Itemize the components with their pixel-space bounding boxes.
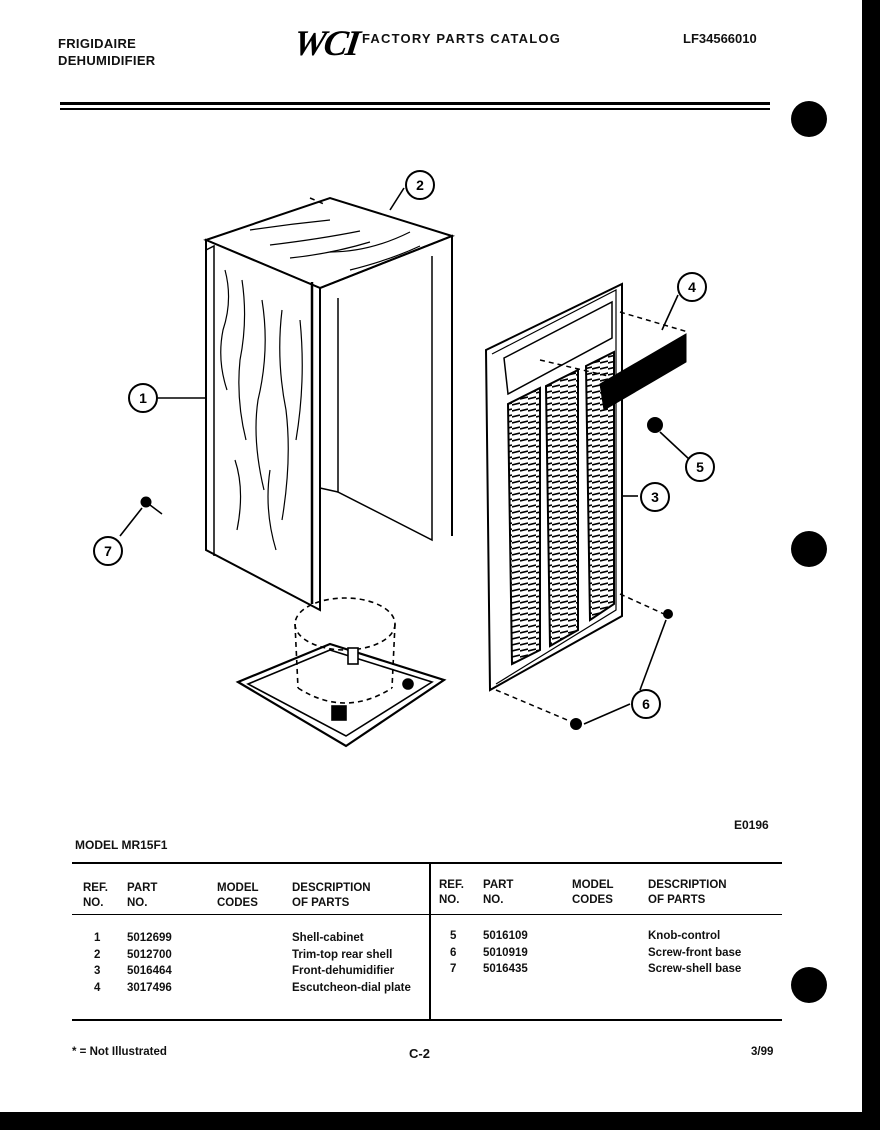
table-row: 2 5012700 Trim-top rear shell (94, 948, 393, 961)
compressor-base (235, 597, 447, 748)
callout-1-label: 1 (139, 390, 147, 406)
figure-id: E0196 (734, 818, 769, 832)
binder-hole-middle (791, 531, 827, 567)
table-row: 5 5016109 Knob-control (450, 930, 721, 942)
header-rule-thin (60, 108, 770, 110)
callout-5 (685, 452, 715, 482)
callout-7 (93, 536, 123, 566)
table-row: 1 5012699 Shell-cabinet (94, 932, 364, 944)
binder-hole-bottom (791, 967, 827, 1003)
table-header-rule (72, 914, 782, 915)
callout-markers (93, 170, 715, 719)
left-rows: 1 5012699 Shell-cabinet 2 5012700 Trim-t… (72, 930, 429, 996)
table-row: 6 5010919 Screw-front base (450, 946, 742, 959)
shell-cabinet (203, 196, 456, 612)
callout-2 (405, 170, 435, 200)
table-row: 7 5016435 Screw-shell base (450, 963, 742, 975)
callout-3 (640, 482, 670, 512)
callout-4 (677, 272, 707, 302)
callout-6-label: 6 (642, 696, 650, 712)
screw-shell-base (140, 496, 163, 515)
callout-6 (631, 689, 661, 719)
catalog-page: FRIGIDAIRE DEHUMIDIFIER WCI FACTORY PART… (0, 0, 862, 1112)
table-bottom-rule (72, 1019, 782, 1021)
callout-4-label: 4 (688, 279, 696, 295)
callout-leaders (119, 187, 691, 725)
revision-date: 3/99 (751, 1046, 774, 1058)
table-divider (429, 862, 431, 1020)
right-rows: 5 5016109 Knob-control 6 5010919 Screw-f… (72, 928, 782, 978)
product-name: DEHUMIDIFIER (58, 53, 156, 68)
col-ref-no-right: REF.NO. (439, 879, 464, 906)
callout-3-label: 3 (651, 489, 659, 505)
model-line: MODEL MR15F1 (75, 838, 168, 852)
callout-7-label: 7 (104, 543, 112, 559)
callout-1 (128, 383, 158, 413)
catalog-title: FACTORY PARTS CATALOG (362, 31, 562, 46)
col-ref-no: REF.NO. (83, 882, 108, 909)
table-row: 4 3017496 Escutcheon-dial plate (94, 981, 411, 994)
not-illustrated-note: * = Not Illustrated (72, 1046, 167, 1058)
header-left: FRIGIDAIRE DEHUMIDIFIER (58, 35, 156, 69)
table-top-rule (72, 862, 782, 864)
table-row: 3 5016464 Front-dehumidifier (94, 965, 395, 977)
binder-hole-top (791, 101, 827, 137)
catalog-number: LF34566010 (683, 31, 757, 46)
header-rule (60, 102, 770, 105)
exploded-parts-diagram: 1 2 3 4 5 6 7 (93, 170, 715, 748)
front-grille (484, 282, 689, 730)
callout-5-label: 5 (696, 459, 704, 475)
callout-2-label: 2 (416, 177, 424, 193)
page-number: C-2 (409, 1046, 430, 1061)
brand-name: FRIGIDAIRE (58, 36, 137, 51)
